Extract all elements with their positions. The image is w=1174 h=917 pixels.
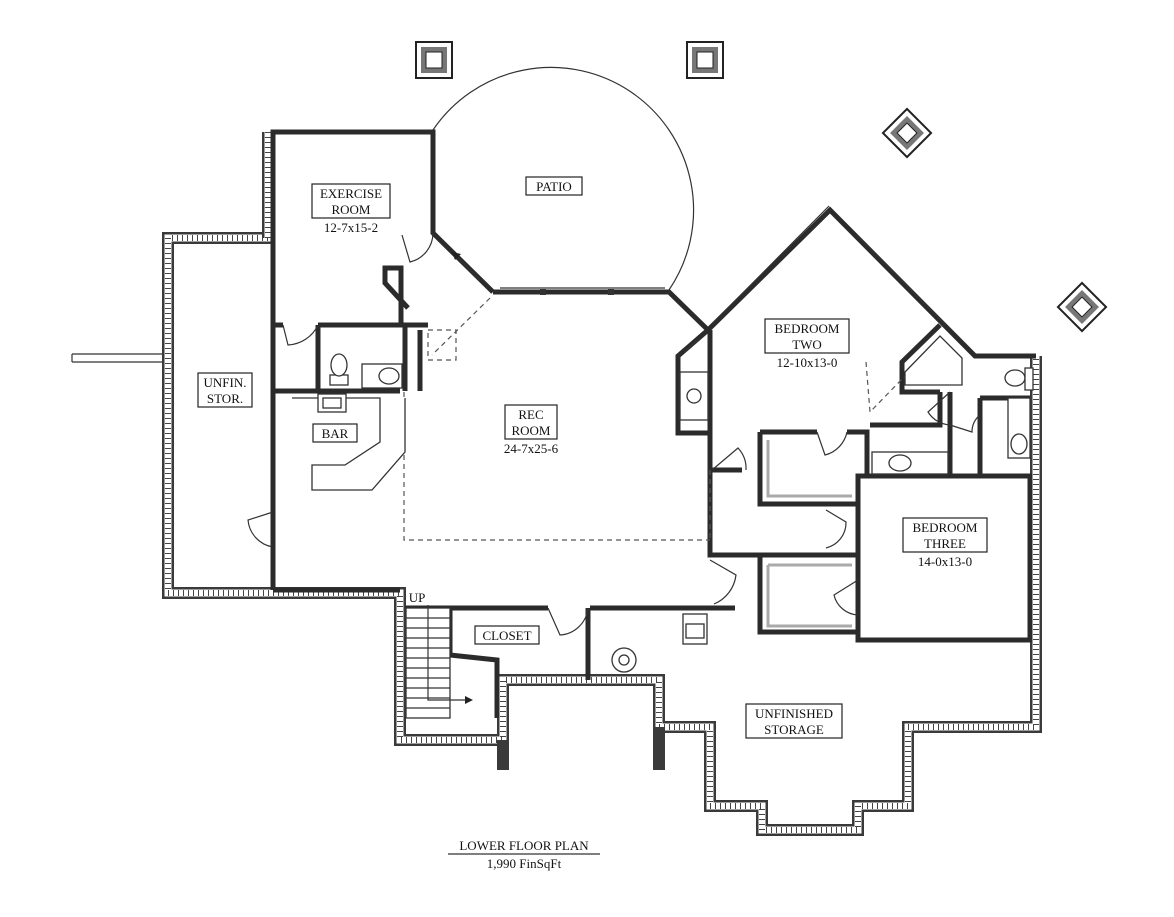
patio-direction-arrow (452, 252, 481, 281)
stairs (405, 605, 473, 719)
plan-subtitle: 1,990 FinSqFt (487, 856, 562, 871)
bedroom-three-name: BEDROOM (912, 520, 977, 535)
column-pier-3 (881, 107, 933, 159)
foundation-walls (71, 132, 1042, 836)
furnace-unit (682, 613, 708, 645)
unfinished-storage-name-2: STORAGE (764, 722, 824, 737)
unfin-stor-name-2: STOR. (207, 391, 243, 406)
label-rec-room: REC ROOM 24-7x25-6 (504, 404, 559, 456)
label-patio: PATIO (525, 176, 583, 196)
bedroom-two-name-2: TWO (792, 337, 822, 352)
label-bedroom-two: BEDROOM TWO 12-10x13-0 (764, 318, 850, 370)
label-closet: CLOSET (474, 625, 540, 645)
bedroom-three-name-2: THREE (924, 536, 966, 551)
bedroom-two-dims: 12-10x13-0 (777, 355, 838, 370)
closet-shelving (766, 440, 852, 628)
exercise-room-name-2: ROOM (331, 202, 370, 217)
water-heater (611, 647, 637, 673)
doors (247, 232, 981, 636)
exercise-room-name: EXERCISE (320, 186, 382, 201)
label-bedroom-three: BEDROOM THREE 14-0x13-0 (902, 517, 988, 569)
plan-title: LOWER FLOOR PLAN (459, 838, 589, 853)
column-pier-4 (1056, 281, 1108, 333)
column-pier-2 (686, 41, 724, 79)
exercise-bath-fixtures (329, 353, 403, 389)
fireplace (679, 337, 709, 421)
bar-name: BAR (322, 426, 349, 441)
bedroom-bath-fixtures (871, 335, 1034, 475)
rec-room-name: REC (518, 407, 543, 422)
rec-room-name-2: ROOM (511, 423, 550, 438)
stairs-up-label: UP (409, 590, 426, 605)
label-unfinished-storage: UNFINISHED STORAGE (745, 703, 843, 739)
closet-name: CLOSET (482, 628, 531, 643)
patio-name: PATIO (536, 179, 572, 194)
bedroom-two-name: BEDROOM (774, 321, 839, 336)
label-bar: BAR (312, 423, 358, 443)
bar-counter (292, 393, 406, 491)
unfin-stor-name: UNFIN. (204, 375, 247, 390)
rec-room-dims: 24-7x25-6 (504, 441, 559, 456)
exercise-room-dims: 12-7x15-2 (324, 220, 378, 235)
unfinished-storage-name: UNFINISHED (755, 706, 833, 721)
patio-arc (432, 66, 695, 291)
bedroom-three-dims: 14-0x13-0 (918, 554, 972, 569)
label-exercise-room: EXERCISE ROOM 12-7x15-2 (311, 183, 391, 235)
label-unfin-stor: UNFIN. STOR. (197, 372, 253, 408)
column-pier-1 (415, 41, 453, 79)
